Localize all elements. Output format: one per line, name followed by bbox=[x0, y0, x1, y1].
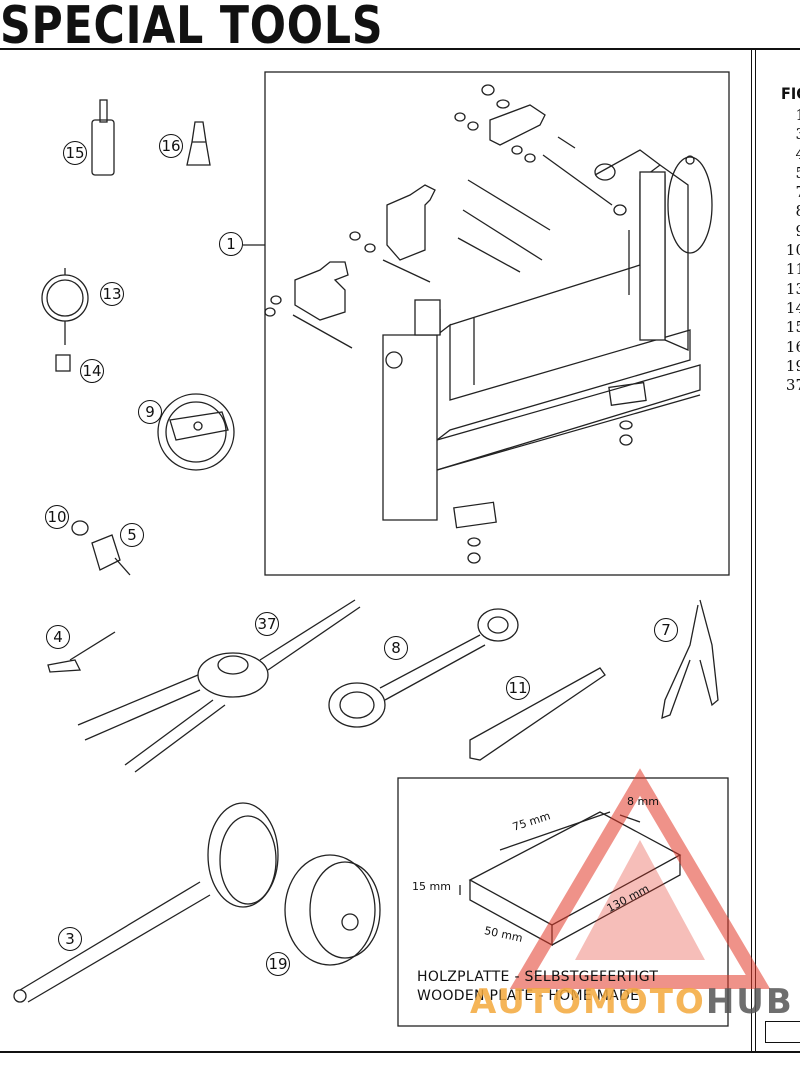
side-figure-number: 13 bbox=[785, 279, 800, 298]
callout-37: 37 bbox=[255, 612, 279, 636]
side-figure-number: 16 bbox=[785, 337, 800, 356]
wooden-plate-frame bbox=[397, 777, 729, 1027]
caption-german: HOLZPLATTE - SELBSTGEFERTIGT bbox=[417, 969, 659, 985]
side-figure-number: 4 bbox=[783, 145, 800, 164]
callout-4: 4 bbox=[46, 625, 70, 649]
header-rule bbox=[0, 48, 800, 50]
side-figure-number: 9 bbox=[783, 222, 800, 241]
side-figure-number: 37 bbox=[785, 376, 800, 395]
callout-9: 9 bbox=[138, 400, 162, 424]
side-figure-number: 7 bbox=[783, 183, 800, 202]
side-figure-number: 14 bbox=[785, 298, 800, 317]
footer-rule bbox=[0, 1051, 800, 1053]
side-figure-number: 19 bbox=[785, 356, 800, 375]
side-figure-number: 1 bbox=[783, 106, 800, 125]
side-figure-number: 10 bbox=[785, 241, 800, 260]
watermark-part-1: AUTO bbox=[470, 982, 583, 1022]
side-figure-number: 3 bbox=[783, 125, 800, 144]
dim-8mm: 8 mm bbox=[627, 795, 659, 808]
callout-13: 13 bbox=[100, 282, 124, 306]
side-figure-number: 15 bbox=[785, 318, 800, 337]
page-title: SPECIAL TOOLS bbox=[0, 0, 384, 56]
callout-8: 8 bbox=[384, 636, 408, 660]
column-divider bbox=[751, 48, 752, 1052]
watermark-logo bbox=[509, 768, 771, 989]
side-figure-number: 5 bbox=[783, 164, 800, 183]
watermark-text: AUTOMOTOHUB bbox=[470, 982, 794, 1022]
callout-7: 7 bbox=[654, 618, 678, 642]
callout-15: 15 bbox=[63, 141, 87, 165]
callout-10: 10 bbox=[45, 505, 69, 529]
side-figure-list: 13457891011131415161937 bbox=[783, 106, 800, 395]
callout-19: 19 bbox=[266, 952, 290, 976]
watermark-part-3: HUB bbox=[705, 982, 794, 1022]
callout-11: 11 bbox=[506, 676, 530, 700]
side-column-header: FIG bbox=[781, 84, 800, 103]
callout-14: 14 bbox=[80, 359, 104, 383]
watermark-part-2: MOTO bbox=[582, 982, 706, 1022]
callout-1: 1 bbox=[219, 232, 243, 256]
dim-15mm: 15 mm bbox=[412, 880, 451, 893]
callout-3: 3 bbox=[58, 927, 82, 951]
callout-16: 16 bbox=[159, 134, 183, 158]
wooden-plate-caption: HOLZPLATTE - SELBSTGEFERTIGT WOODEN PLAT… bbox=[417, 968, 658, 1006]
side-figure-number: 8 bbox=[783, 202, 800, 221]
column-divider-inner bbox=[755, 48, 756, 1052]
side-figure-number: 11 bbox=[785, 260, 800, 279]
caption-english: WOODEN PLATE - HOME MADE bbox=[417, 988, 640, 1004]
page-number-box bbox=[765, 1021, 800, 1043]
tool-1-frame bbox=[264, 71, 730, 576]
callout-5: 5 bbox=[120, 523, 144, 547]
